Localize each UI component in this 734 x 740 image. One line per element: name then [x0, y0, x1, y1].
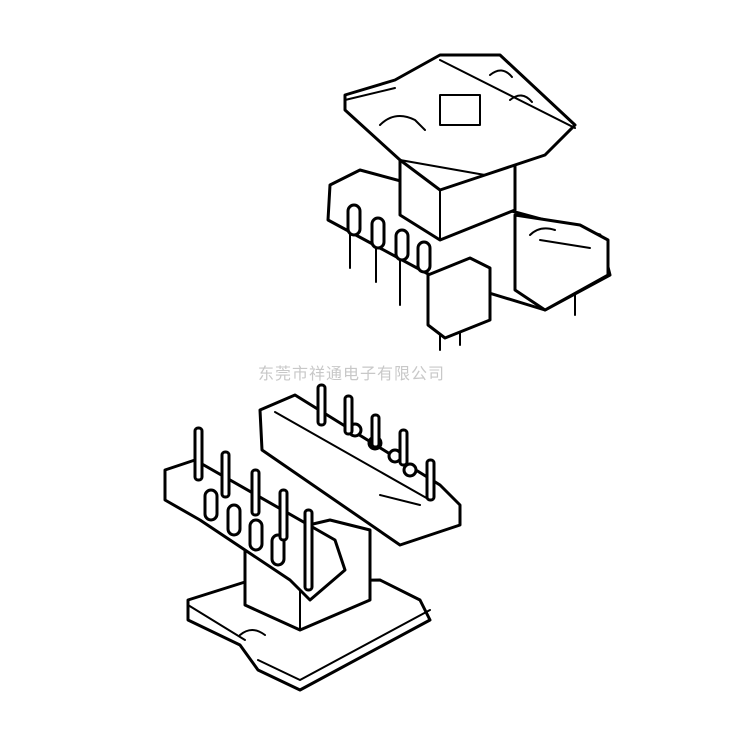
top-front-block [426, 256, 492, 340]
bobbin-bottom [163, 383, 462, 692]
company-watermark: 东莞市祥通电子有限公司 [258, 364, 446, 383]
bottom-pins [193, 383, 436, 592]
top-upper-flange [343, 53, 577, 192]
top-pin-slots [346, 203, 432, 274]
bobbin-top [326, 53, 612, 351]
top-right-block [513, 213, 610, 312]
